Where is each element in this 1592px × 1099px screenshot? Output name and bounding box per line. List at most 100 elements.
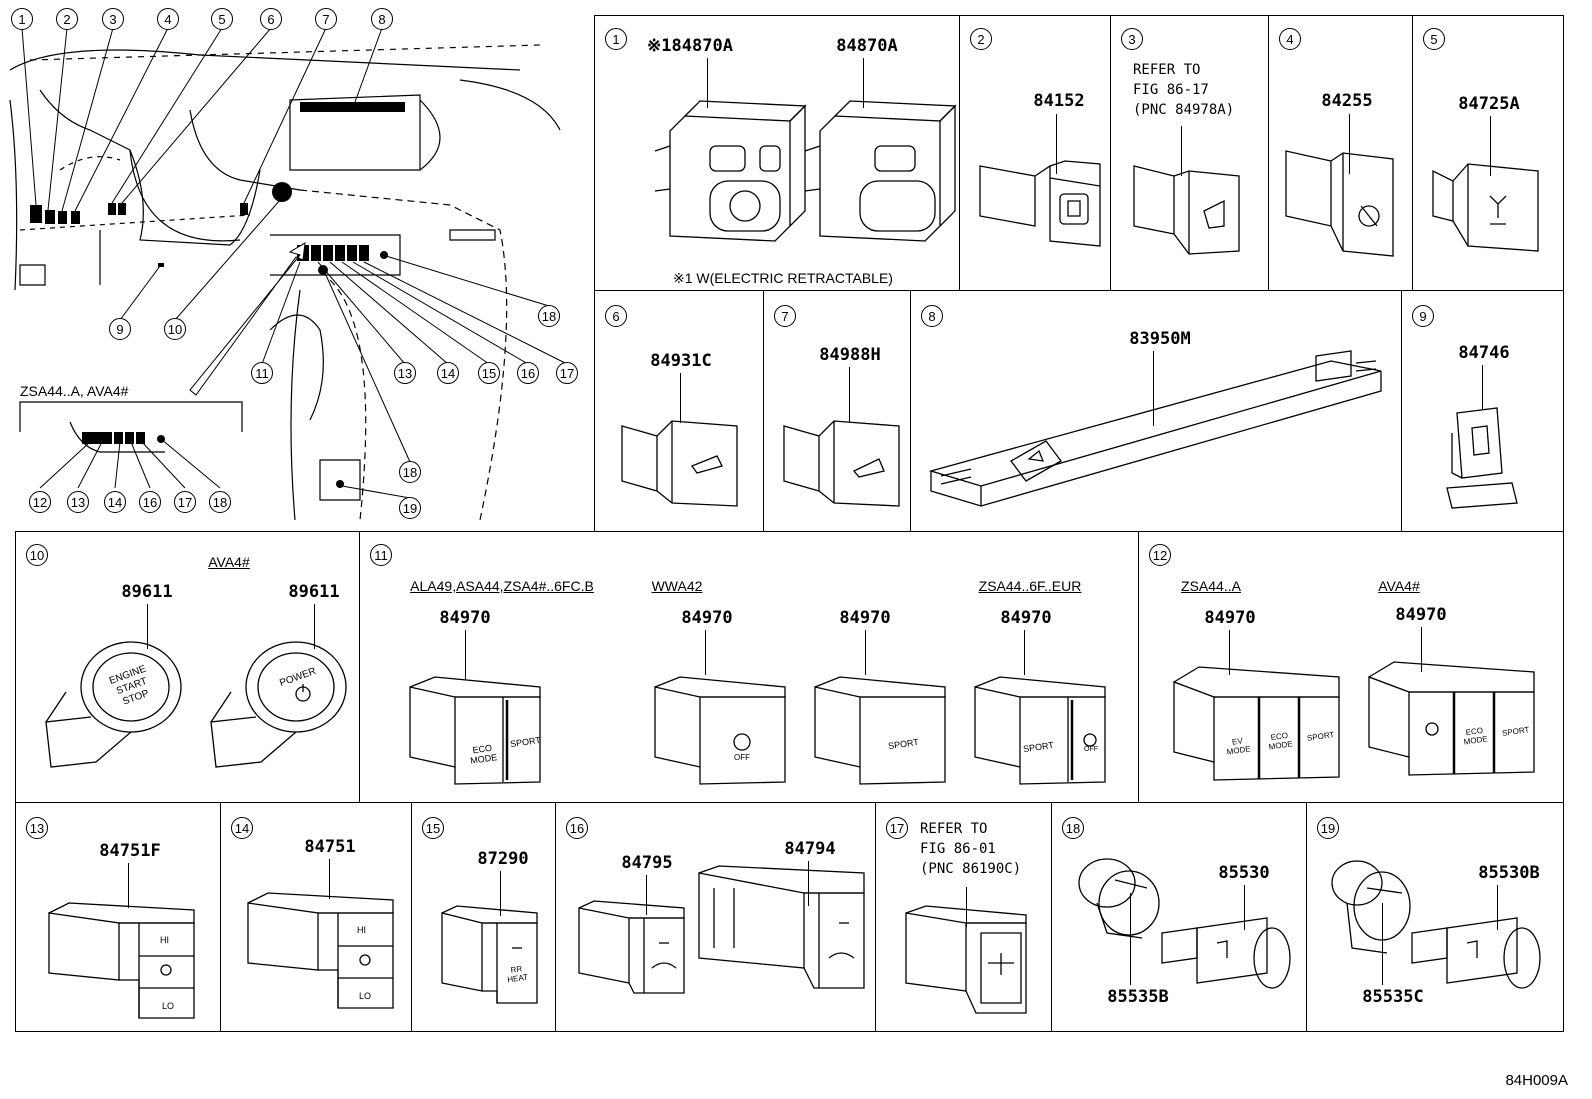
switch-drawing [1133, 165, 1240, 255]
inset-callout-17: 17 [174, 491, 196, 513]
overview-illustration: 1 2 3 4 5 6 7 8 9 10 11 13 14 15 16 17 1… [0, 0, 590, 525]
cell-number: 18 [1062, 817, 1084, 839]
overview-callout-4: 4 [157, 8, 179, 30]
variant-label-2: WWA42 [651, 578, 703, 594]
cell-17-usb-socket[interactable]: 17 REFER TO FIG 86-01 (PNC 86190C) [875, 802, 1052, 1032]
mirror-switch-drawing-left [654, 100, 807, 242]
refer-note: REFER TO FIG 86-17 (PNC 84978A) [1133, 62, 1235, 118]
inset-leaders [39, 438, 221, 489]
part-number: 87290 [477, 849, 529, 869]
part-number-right: 84794 [784, 839, 836, 859]
switch-drawing [48, 902, 195, 1019]
cell-10-start-switch[interactable]: 10 AVA4# 89611 89611 ENGINE START STOP P… [15, 531, 360, 803]
mirror-switch-drawing-right [804, 100, 957, 242]
overview-callout-14: 14 [437, 362, 459, 384]
cell-19-power-outlet[interactable]: 19 85530B 85535C [1306, 802, 1564, 1032]
eco-mode-label: ECO MODE [1268, 730, 1294, 752]
overview-callout-8: 8 [371, 8, 393, 30]
overview-callout-7: 7 [315, 8, 337, 30]
cell-number: 15 [422, 817, 444, 839]
part-number-left: 89611 [121, 582, 173, 602]
overview-callout-18b: 18 [399, 461, 421, 483]
ev-mode-label: EV MODE [1226, 736, 1252, 757]
cell-6-switch[interactable]: 6 84931C [594, 290, 764, 532]
overview-callout-9: 9 [109, 318, 131, 340]
cell-number: 14 [231, 817, 253, 839]
dashboard-line-drawing [9, 27, 568, 521]
overview-callout-6: 6 [260, 8, 282, 30]
part-number: 84931C [650, 351, 712, 371]
cell-number: 16 [566, 817, 588, 839]
switch-drawing-1 [409, 676, 541, 785]
cell-4-switch[interactable]: 4 84255 [1268, 15, 1413, 291]
cell-number: 2 [970, 28, 992, 50]
hi-label: HI [357, 925, 366, 935]
cell-11-drive-mode-switches[interactable]: 11 ALA49,ASA44,ZSA4#..6FC.B WWA42 ZSA44.… [359, 531, 1139, 803]
part-number-2: 84970 [681, 608, 733, 628]
cell-number: 7 [774, 305, 796, 327]
defogger-switch-drawing-right [698, 865, 865, 989]
switch-drawing-2 [1368, 661, 1535, 776]
switch-drawing [1285, 150, 1394, 257]
outlet-cover-drawing [1331, 860, 1411, 954]
diagram-code: 84H009A [1505, 1072, 1568, 1089]
variant-label: AVA4# [208, 554, 250, 570]
engine-start-switch-drawing [45, 641, 182, 768]
part-number-right: 89611 [288, 582, 340, 602]
cell-number: 3 [1121, 28, 1143, 50]
lo-label: LO [162, 1001, 175, 1011]
cell-13-seat-heater-switch[interactable]: 13 84751F HI LO [15, 802, 221, 1032]
overview-callout-15: 15 [478, 362, 500, 384]
switch-drawing [979, 160, 1101, 247]
part-number-a: 85530 [1218, 863, 1270, 883]
cell-18-power-outlet[interactable]: 18 85530 85535B [1051, 802, 1307, 1032]
part-number: 84152 [1033, 91, 1085, 111]
cell-number: 12 [1149, 544, 1171, 566]
eco-mode-label: ECO MODE [469, 742, 498, 766]
part-number-left: 84795 [621, 853, 673, 873]
part-number: 84255 [1321, 91, 1373, 111]
part-number-2: 84970 [1395, 605, 1447, 625]
cell-15-rear-heat-switch[interactable]: 15 87290 RR HEAT [411, 802, 556, 1032]
cell-1-mirror-switch[interactable]: 1 ※184870A 84870A ※1 W(ELECTRIC RETRACTA… [594, 15, 960, 291]
part-number: 84725A [1458, 94, 1520, 114]
usb-socket-drawing [905, 905, 1027, 1014]
cell-5-switch[interactable]: 5 84725A [1412, 15, 1564, 291]
part-number-a: 85530B [1478, 863, 1540, 883]
variant-label-1: ZSA44..A [1181, 578, 1241, 594]
off-label-2: OFF [1084, 746, 1098, 753]
inset-callout-13: 13 [67, 491, 89, 513]
variant-label-2: AVA4# [1378, 578, 1420, 594]
overview-callout-17: 17 [556, 362, 578, 384]
cell-number: 1 [605, 28, 627, 50]
overview-callout-2: 2 [56, 8, 78, 30]
variant-label-3: ZSA44..6F..EUR [978, 578, 1082, 594]
cell-12-drive-mode-switches[interactable]: 12 ZSA44..A AVA4# 84970 84970 EV MODE EC… [1138, 531, 1564, 803]
part-number: 83950M [1129, 329, 1191, 349]
overview-callout-16: 16 [517, 362, 539, 384]
cell-2-switch[interactable]: 2 84152 [959, 15, 1111, 291]
cell-16-defogger-switches[interactable]: 16 84795 84794 [555, 802, 876, 1032]
part-number-left: ※184870A [647, 36, 733, 56]
switch-drawing [783, 420, 900, 507]
cell-8-switch-panel[interactable]: 8 83950M [910, 290, 1402, 532]
cell-14-seat-heater-switch[interactable]: 14 84751 HI LO [220, 802, 412, 1032]
cell-3-switch[interactable]: 3 REFER TO FIG 86-17 (PNC 84978A) [1110, 15, 1269, 291]
cell-number: 9 [1412, 305, 1434, 327]
cell-number: 6 [605, 305, 627, 327]
cell-7-switch[interactable]: 7 84988H [763, 290, 911, 532]
lo-label: LO [359, 991, 372, 1001]
switch-drawing-4 [974, 676, 1106, 785]
connector-drawing [1446, 407, 1518, 509]
footnote: ※1 W(ELECTRIC RETRACTABLE) [673, 270, 893, 286]
inset-label: ZSA44..A, AVA4# [20, 383, 129, 399]
cell-9-connector[interactable]: 9 84746 [1401, 290, 1564, 532]
part-number: 84988H [819, 345, 881, 365]
overview-callout-13: 13 [394, 362, 416, 384]
switch-panel-drawing [928, 350, 1382, 507]
cell-number: 17 [886, 817, 908, 839]
power-outlet-drawing [1411, 917, 1541, 989]
power-switch-drawing [210, 641, 347, 768]
cell-number: 11 [370, 544, 392, 566]
cell-number: 10 [26, 544, 48, 566]
